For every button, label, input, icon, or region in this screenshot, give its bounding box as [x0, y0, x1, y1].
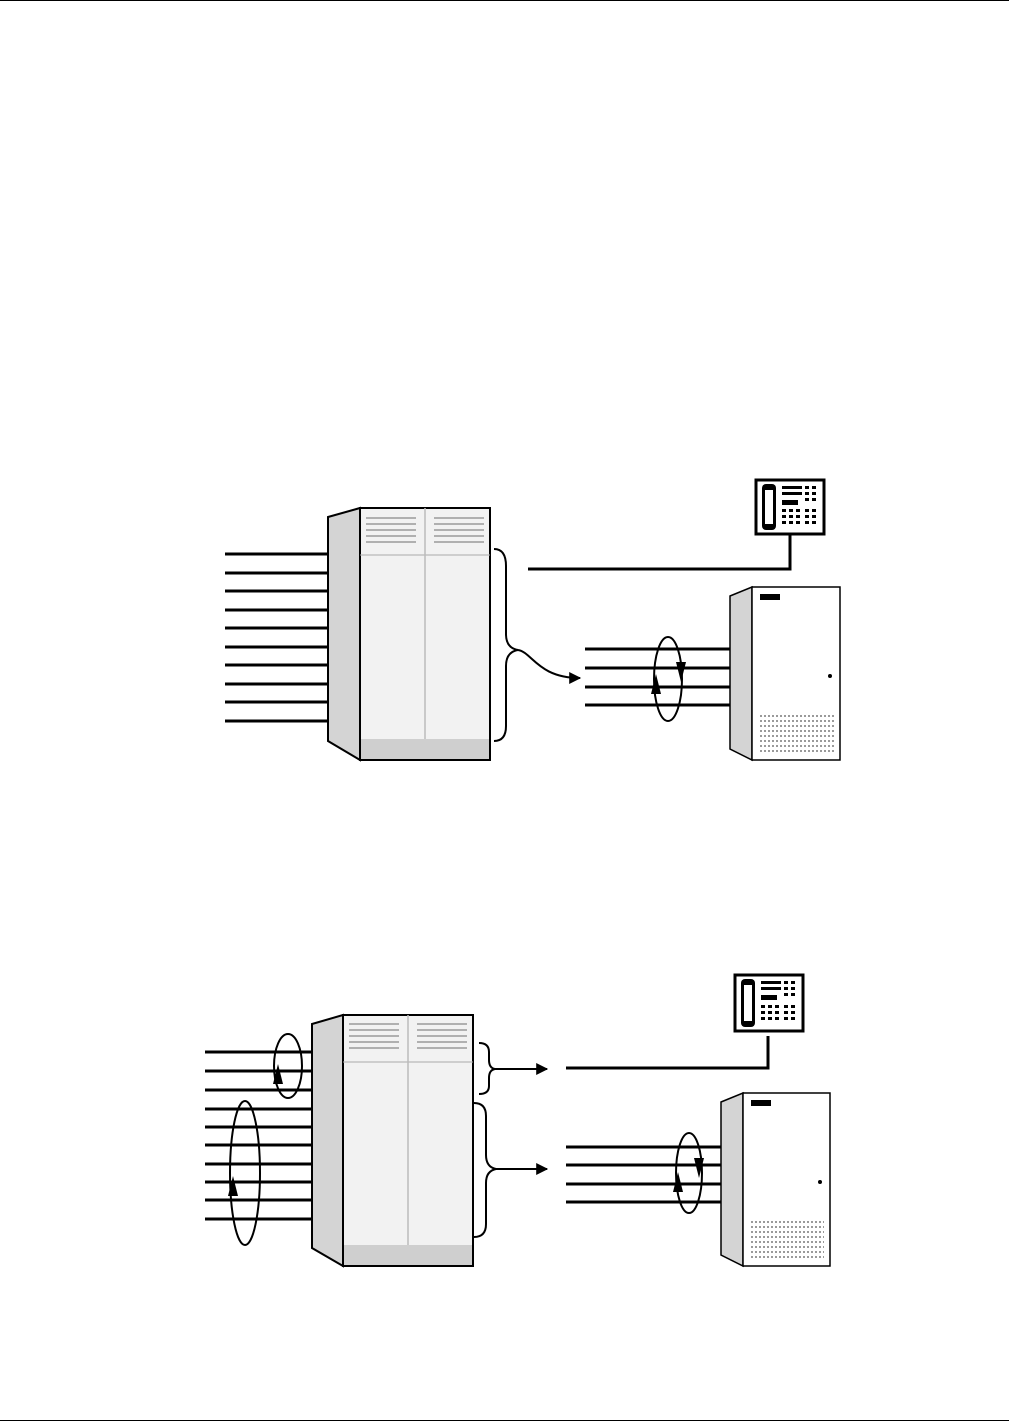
brace [474, 1103, 496, 1237]
routing-arrow [518, 650, 580, 678]
figure-2 [205, 975, 830, 1266]
server-lines [585, 649, 735, 705]
phone-line [528, 535, 790, 569]
trunk-lines [225, 554, 330, 721]
figure-1 [225, 480, 840, 760]
phone-line [566, 1036, 768, 1068]
rotation-arrow-icon [228, 1101, 260, 1245]
switch-cabinet-icon [328, 508, 490, 760]
server-cabinet-icon [730, 587, 840, 760]
telephone-icon [756, 480, 824, 534]
rotation-arrow-icon [273, 1034, 302, 1098]
telephone-icon [735, 975, 803, 1031]
brace [494, 549, 518, 741]
switch-cabinet-icon [312, 1015, 473, 1266]
server-cabinet-icon [721, 1093, 830, 1266]
brace [479, 1043, 495, 1094]
